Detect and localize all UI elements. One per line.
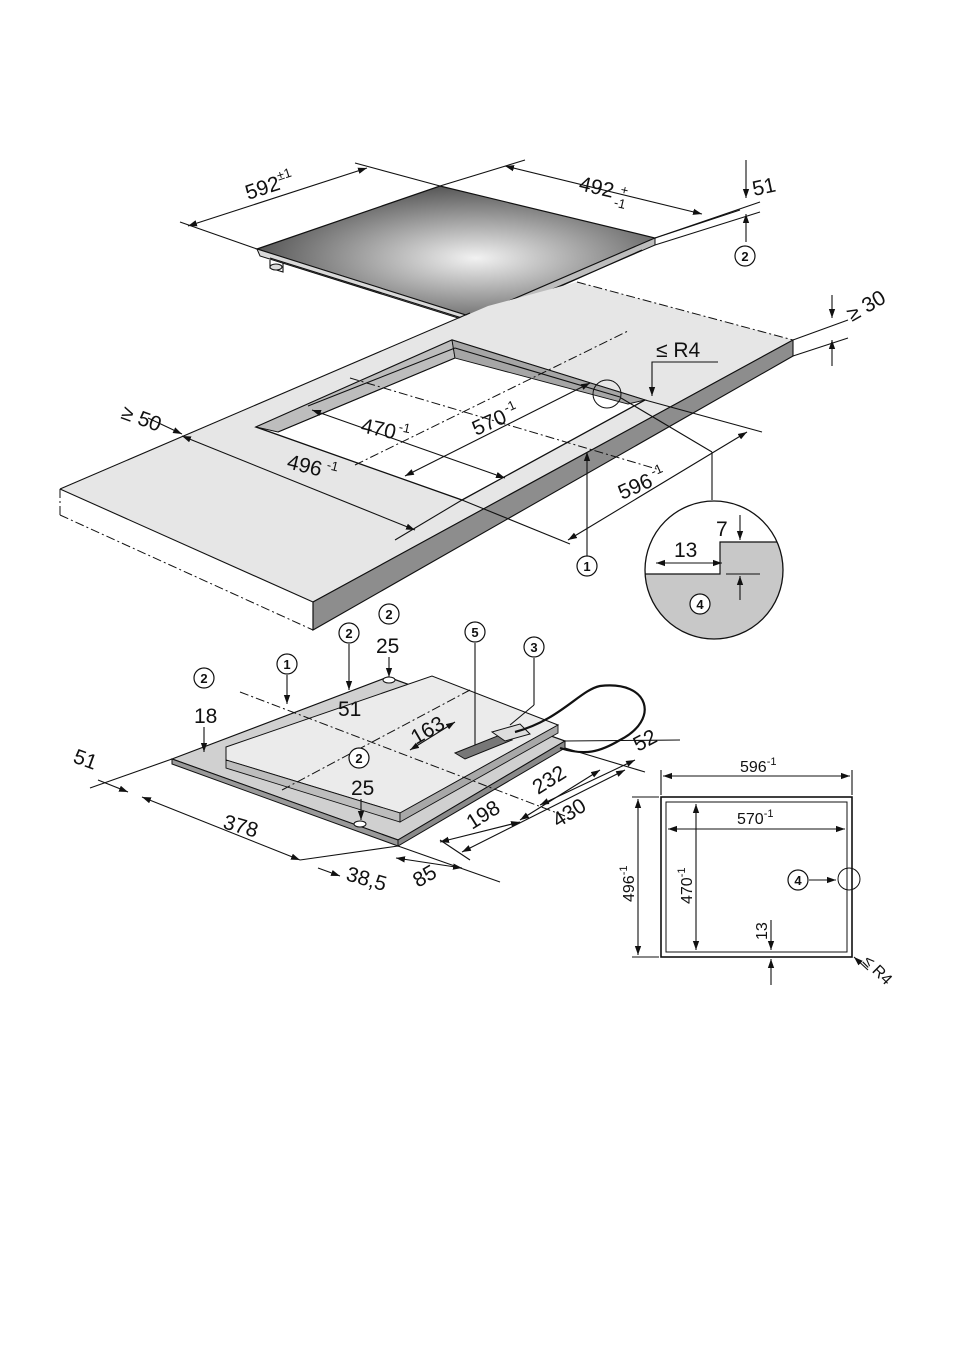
hob-drawing: 592±1 492-1+ 51 2 <box>180 160 778 323</box>
svg-text:2: 2 <box>385 607 392 622</box>
svg-text:2: 2 <box>741 249 748 264</box>
foot-front-label: 25 <box>351 777 374 800</box>
svg-text:5: 5 <box>471 625 478 640</box>
plan-radius-label: ≤ R4 <box>859 953 895 989</box>
badge-4-plan: 4 <box>788 870 808 890</box>
rebate-width-label: 13 <box>674 539 697 562</box>
left-height-label: 18 <box>194 705 217 728</box>
badge-1-underside: 1 <box>277 654 297 674</box>
dim-378-label: 378 <box>221 811 261 843</box>
left-margin-label: 51 <box>70 745 100 775</box>
foot-top-label: 25 <box>376 635 399 658</box>
badge-5: 5 <box>465 622 485 642</box>
svg-text:1: 1 <box>283 657 290 672</box>
badge-2-foot-front: 2 <box>349 748 369 768</box>
plan-outer-width-label: 596-1 <box>740 756 776 776</box>
badge-3: 3 <box>524 637 544 657</box>
cutout-radius-label: ≤ R4 <box>656 339 701 362</box>
worktop-thickness-label: ≥ 30 <box>843 286 890 326</box>
dim-38-5-label: 38,5 <box>344 863 390 896</box>
badge-2-foot-top: 2 <box>379 604 399 624</box>
plan-rebate-label: 13 <box>754 922 771 940</box>
svg-text:4: 4 <box>794 873 802 888</box>
rebate-depth-label: 7 <box>716 518 728 541</box>
badge-2-hob: 2 <box>735 246 755 266</box>
svg-text:3: 3 <box>530 640 537 655</box>
badge-4-detail: 4 <box>690 594 710 614</box>
cutout-plan-view: 596-1 570-1 496-1 470-1 13 4 ≤ R4 <box>618 756 895 989</box>
svg-text:2: 2 <box>345 626 352 641</box>
rebate-detail: 13 7 4 <box>640 495 790 650</box>
svg-text:2: 2 <box>200 671 207 686</box>
badge-2-centre: 2 <box>339 623 359 643</box>
hob-depth-label: 492-1+ <box>576 172 631 211</box>
badge-2-left: 2 <box>194 668 214 688</box>
svg-text:2: 2 <box>355 751 362 766</box>
dim-430-label: 430 <box>548 794 590 832</box>
edge-distance-label: ≥ 50 <box>118 401 164 437</box>
svg-text:1: 1 <box>583 559 590 574</box>
outer-width-label: 596-1 <box>613 461 669 505</box>
underside-drawing: 2 25 2 51 1 5 3 2 18 <box>70 604 680 896</box>
dim-85-label: 85 <box>409 861 441 893</box>
svg-text:4: 4 <box>696 597 704 612</box>
badge-1-worktop: 1 <box>577 556 597 576</box>
foot-centre-label: 51 <box>338 698 361 721</box>
hob-height-label: 51 <box>750 174 778 201</box>
hob-width-label: 592±1 <box>242 165 297 205</box>
plan-outer-depth-label: 496-1 <box>618 866 638 902</box>
